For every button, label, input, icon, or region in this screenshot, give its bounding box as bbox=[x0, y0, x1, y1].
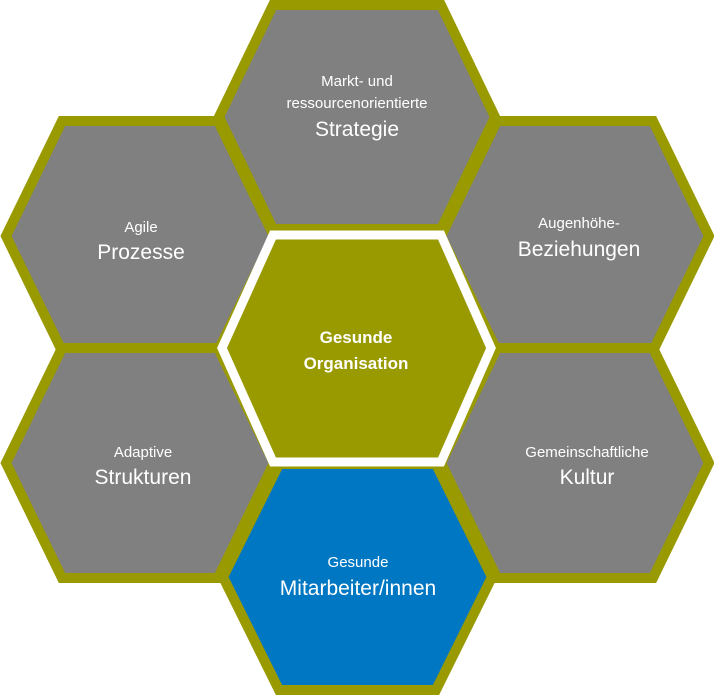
hexagon-strategie-title: Strategie bbox=[315, 118, 399, 141]
hexagon-strukturen-line1: Adaptive bbox=[114, 444, 172, 461]
hexagon-beziehungen-title: Beziehungen bbox=[518, 238, 641, 261]
hexagon-beziehungen-line1: Augenhöhe- bbox=[538, 215, 620, 232]
hexagon-mitarbeiter: Gesunde Mitarbeiter/innen bbox=[217, 459, 498, 695]
center-line1: Gesunde bbox=[320, 328, 393, 347]
hexagon-strategie-line1: Markt- und bbox=[321, 73, 393, 90]
hexagon-center-shape bbox=[217, 230, 496, 467]
hexagon-kultur-line1: Gemeinschaftliche bbox=[525, 444, 648, 461]
center-line2: Organisation bbox=[304, 354, 409, 373]
hexagon-prozesse-line1: Agile bbox=[124, 219, 157, 236]
hexagon-strategie: Markt- und ressourcenorientierte Strateg… bbox=[213, 0, 501, 234]
hexagon-center: Gesunde Organisation bbox=[217, 230, 496, 467]
hexagon-kultur-shape bbox=[435, 343, 714, 583]
hexagon-strukturen-title: Strukturen bbox=[95, 466, 192, 489]
hexagon-kultur: Gemeinschaftliche Kultur bbox=[435, 343, 714, 583]
hexagon-strategie-line2: ressourcenorientierte bbox=[287, 95, 428, 112]
hexagon-mitarbeiter-line1: Gesunde bbox=[328, 554, 389, 571]
hexagon-kultur-title: Kultur bbox=[560, 466, 615, 489]
hexagon-mitarbeiter-title: Mitarbeiter/innen bbox=[280, 577, 436, 600]
hexagon-prozesse-title: Prozesse bbox=[97, 241, 185, 264]
hexagon-strategie-shape bbox=[213, 0, 501, 234]
